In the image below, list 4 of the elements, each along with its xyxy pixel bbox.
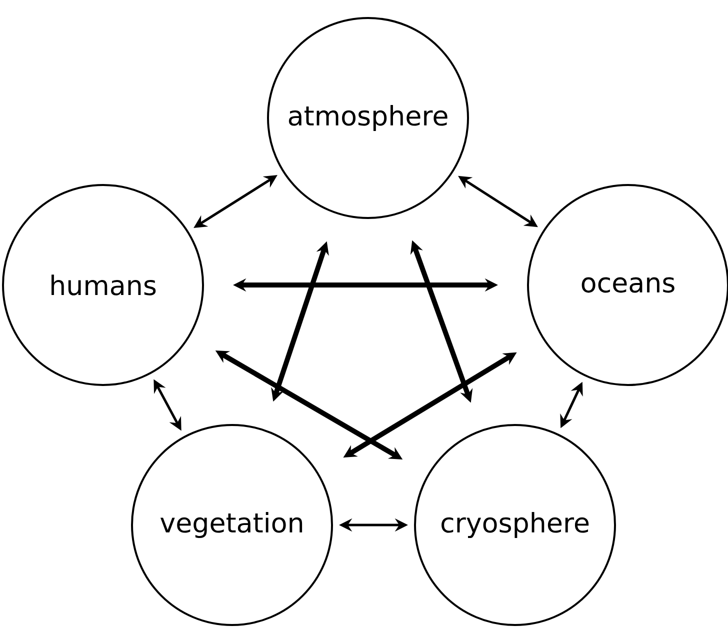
circle-node: atmosphere: [267, 17, 469, 219]
circle-node: humans: [2, 184, 204, 386]
circle-node: cryosphere: [414, 424, 616, 626]
circle-node: vegetation: [131, 424, 333, 626]
